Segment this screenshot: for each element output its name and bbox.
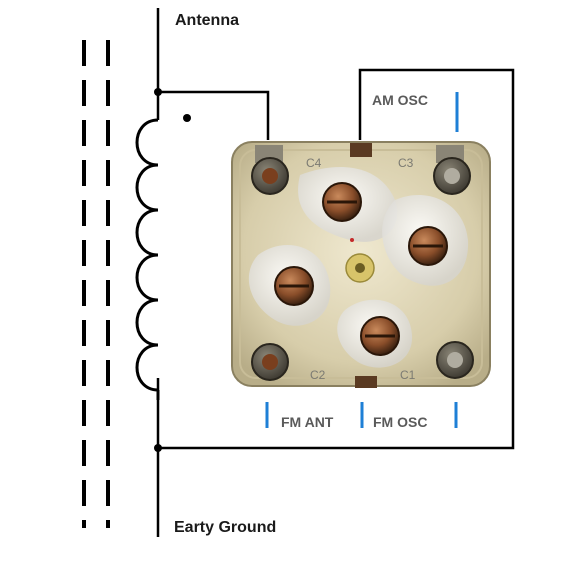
ferrite-rod xyxy=(82,40,110,528)
variable-capacitor xyxy=(231,141,491,388)
terminal-c4-label: C4 xyxy=(306,156,322,170)
terminal-c3-label: C3 xyxy=(398,156,414,170)
ground-label: Earty Ground xyxy=(174,519,277,536)
junction-dot-top xyxy=(154,88,162,96)
coil-polarity-dot xyxy=(183,114,191,122)
am-osc-label: AM OSC xyxy=(372,92,428,108)
wiring xyxy=(156,8,515,537)
fm-osc-label: FM OSC xyxy=(373,414,428,430)
terminal-c1-label: C1 xyxy=(400,368,416,382)
antenna-coil xyxy=(135,118,159,392)
antenna-label: Antenna xyxy=(175,12,239,29)
fm-ant-label: FM ANT xyxy=(281,414,334,430)
junction-dot-bottom xyxy=(154,444,162,452)
blue-markers xyxy=(265,92,459,428)
terminal-c2-label: C2 xyxy=(310,368,326,382)
